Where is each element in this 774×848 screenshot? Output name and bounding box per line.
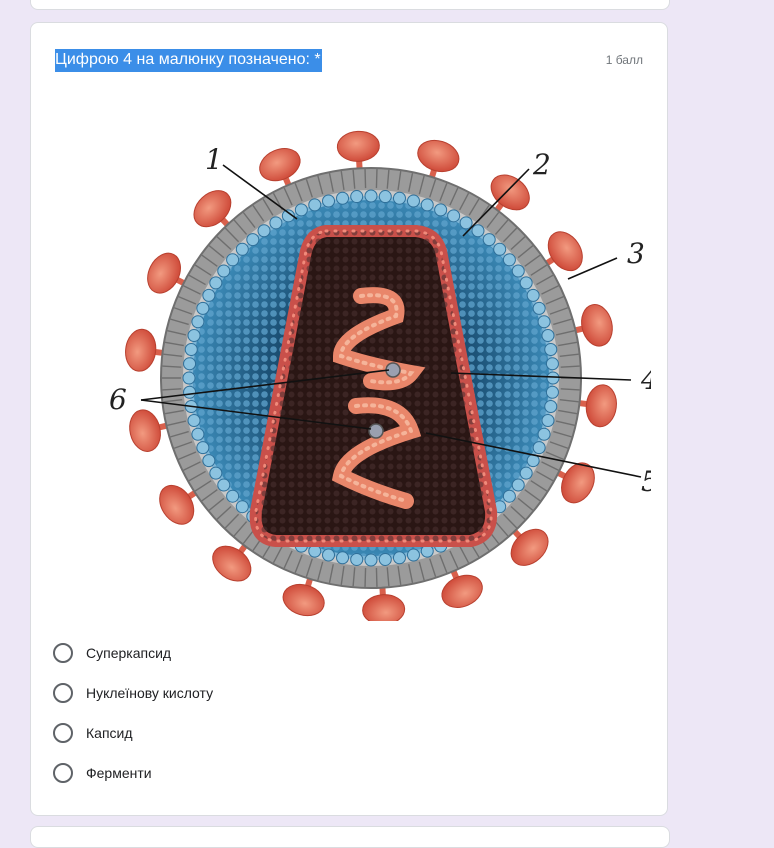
figure-label-1: 1 (205, 143, 223, 176)
figure-label-6: 6 (109, 383, 127, 416)
spike-head (441, 574, 483, 608)
spike-head (336, 130, 380, 162)
pointer-lines (140, 164, 642, 478)
radio-button[interactable] (53, 643, 73, 663)
spike-glycoproteins (125, 130, 617, 621)
option-superkapsyd[interactable]: Суперкапсид (53, 641, 171, 665)
radio-button[interactable] (53, 723, 73, 743)
spike-head (581, 304, 613, 347)
membrane-stripes (162, 169, 580, 587)
spike-head (282, 583, 325, 617)
spike-head (259, 148, 301, 182)
figure-label-5: 5 (641, 465, 651, 498)
previous-question-card (30, 0, 670, 10)
option-fermenty[interactable]: Ферменти (53, 761, 152, 785)
spike-head (129, 409, 161, 452)
spike-head (585, 384, 617, 428)
option-label: Суперкапсид (86, 645, 172, 661)
option-label: Ферменти (86, 765, 152, 781)
spike-head (147, 252, 181, 294)
spike-head (362, 594, 406, 621)
next-question-card (30, 826, 670, 848)
spike-head (212, 545, 252, 582)
question-points: 1 балл (605, 53, 643, 67)
spike-head (159, 484, 195, 525)
radio-button[interactable] (53, 683, 73, 703)
figure-label-4: 4 (640, 363, 651, 396)
enzyme-2 (368, 423, 384, 439)
question-title: Цифрою 4 на малюнку позначено: * (55, 49, 322, 72)
spike-head (193, 190, 232, 228)
option-nucleic-acid[interactable]: Нуклеїнову кислоту (53, 681, 213, 705)
option-label: Капсид (86, 725, 133, 741)
spike-head (417, 139, 460, 173)
option-label: Нуклеїнову кислоту (86, 685, 214, 701)
spike-head (125, 328, 157, 372)
radio-button[interactable] (53, 763, 73, 783)
spike-head (490, 174, 530, 211)
question-card: Цифрою 4 на малюнку позначено: * 1 балл (30, 22, 668, 816)
spike-head (561, 462, 595, 504)
virus-diagram-image: 1 2 3 4 5 6 (109, 130, 651, 621)
figure-label-3: 3 (627, 237, 645, 270)
spike-head (510, 528, 549, 566)
figure-label-2: 2 (532, 148, 551, 181)
spike-head (547, 231, 583, 272)
option-kapsyd[interactable]: Капсид (53, 721, 133, 745)
